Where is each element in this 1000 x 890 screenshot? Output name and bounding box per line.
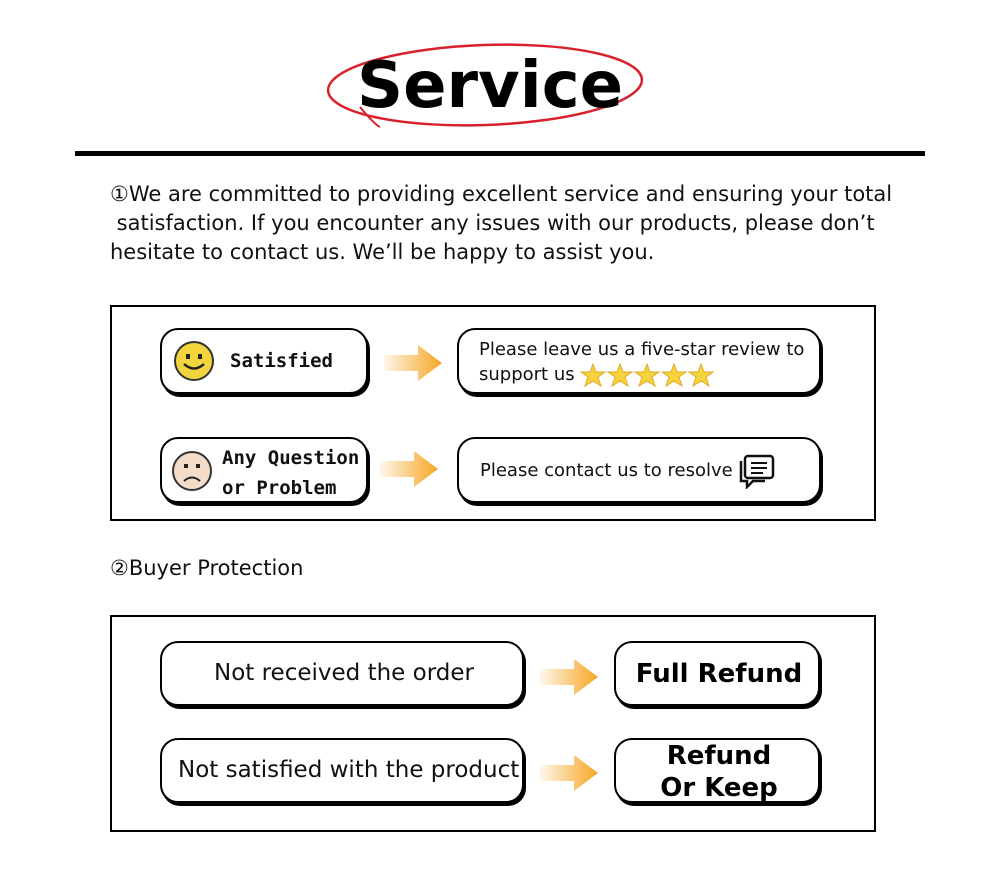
intro-line: satisfaction. If you encounter any issue… [110,211,875,235]
review-message-box: Please leave us a five-star review to su… [457,328,821,394]
buyer-protection-heading: ②Buyer Protection [110,556,304,580]
arrow-icon [384,345,442,381]
result-text: Full Refund [635,659,803,689]
review-message-line2: support us [479,364,575,385]
sad-face-icon [172,451,212,491]
buyer-protection-panel: Not received the order Full Refund Not s… [110,615,876,832]
result-text-line2: Or Keep [660,773,778,803]
satisfied-label: Satisfied [230,350,333,372]
condition-box: Not satisfied with the product [160,738,524,803]
arrow-icon [540,755,598,791]
result-box: Refund Or Keep [614,738,820,803]
problem-label-line1: Any Question [222,447,360,469]
contact-message-box: Please contact us to resolve [457,437,821,503]
intro-line: hesitate to contact us. We’ll be happy t… [110,240,655,264]
red-oval-decoration [326,43,644,128]
title-divider [75,151,925,156]
condition-text: Not satisfied with the product [178,757,520,783]
page-title: Service [356,49,624,123]
feedback-panel: Satisfied Please leave us a five-star re… [110,305,876,521]
five-stars-icon [580,362,715,388]
result-box: Full Refund [614,641,820,706]
chat-icon [739,454,775,489]
condition-box: Not received the order [160,641,524,706]
title-block: Service [320,35,660,135]
contact-message: Please contact us to resolve [480,460,733,481]
review-message-line1: Please leave us a five-star review to [479,339,805,360]
smiley-face-icon [174,341,214,381]
condition-text: Not received the order [214,660,474,686]
arrow-icon [540,659,598,695]
arrow-icon [380,451,438,487]
problem-tag: Any Question or Problem [160,437,368,503]
problem-label-line2: or Problem [222,477,337,499]
intro-paragraph: ①We are committed to providing excellent… [110,180,910,267]
result-text-line1: Refund [666,741,772,771]
satisfied-tag: Satisfied [160,328,368,394]
intro-line: ①We are committed to providing excellent… [110,182,893,206]
